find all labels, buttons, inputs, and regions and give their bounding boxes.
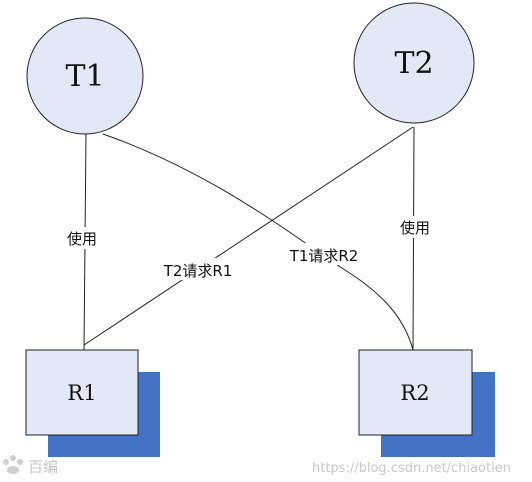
edge-label-t2-requests-r1: T2请求R1 [163,262,233,280]
node-t2: T2 [353,2,475,124]
node-r1: R1 [25,349,160,457]
edge-t1-requests-r2 [102,133,414,351]
edge-label-t1-uses-r1: 使用 [67,230,97,248]
node-t1-label: T1 [65,59,104,94]
node-r1-label: R1 [67,381,96,405]
node-r2: R2 [358,349,495,457]
edge-label-t2-uses-r2: 使用 [400,219,430,237]
node-t2-label: T2 [394,46,433,81]
watermark-url: https://blog.csdn.net/chiaotien [312,461,511,476]
node-r2-label: R2 [400,381,429,405]
node-t1: T1 [26,17,144,135]
edge-label-t1-requests-r2: T1请求R2 [289,247,359,265]
watermark: 百编 https://blog.csdn.net/chiaotien [3,455,511,476]
watermark-paw-icon [3,455,23,474]
edge-t2-requests-r1 [83,126,414,346]
watermark-site-text: 百编 [28,458,58,476]
edge-t2-uses-r2 [412,126,415,351]
